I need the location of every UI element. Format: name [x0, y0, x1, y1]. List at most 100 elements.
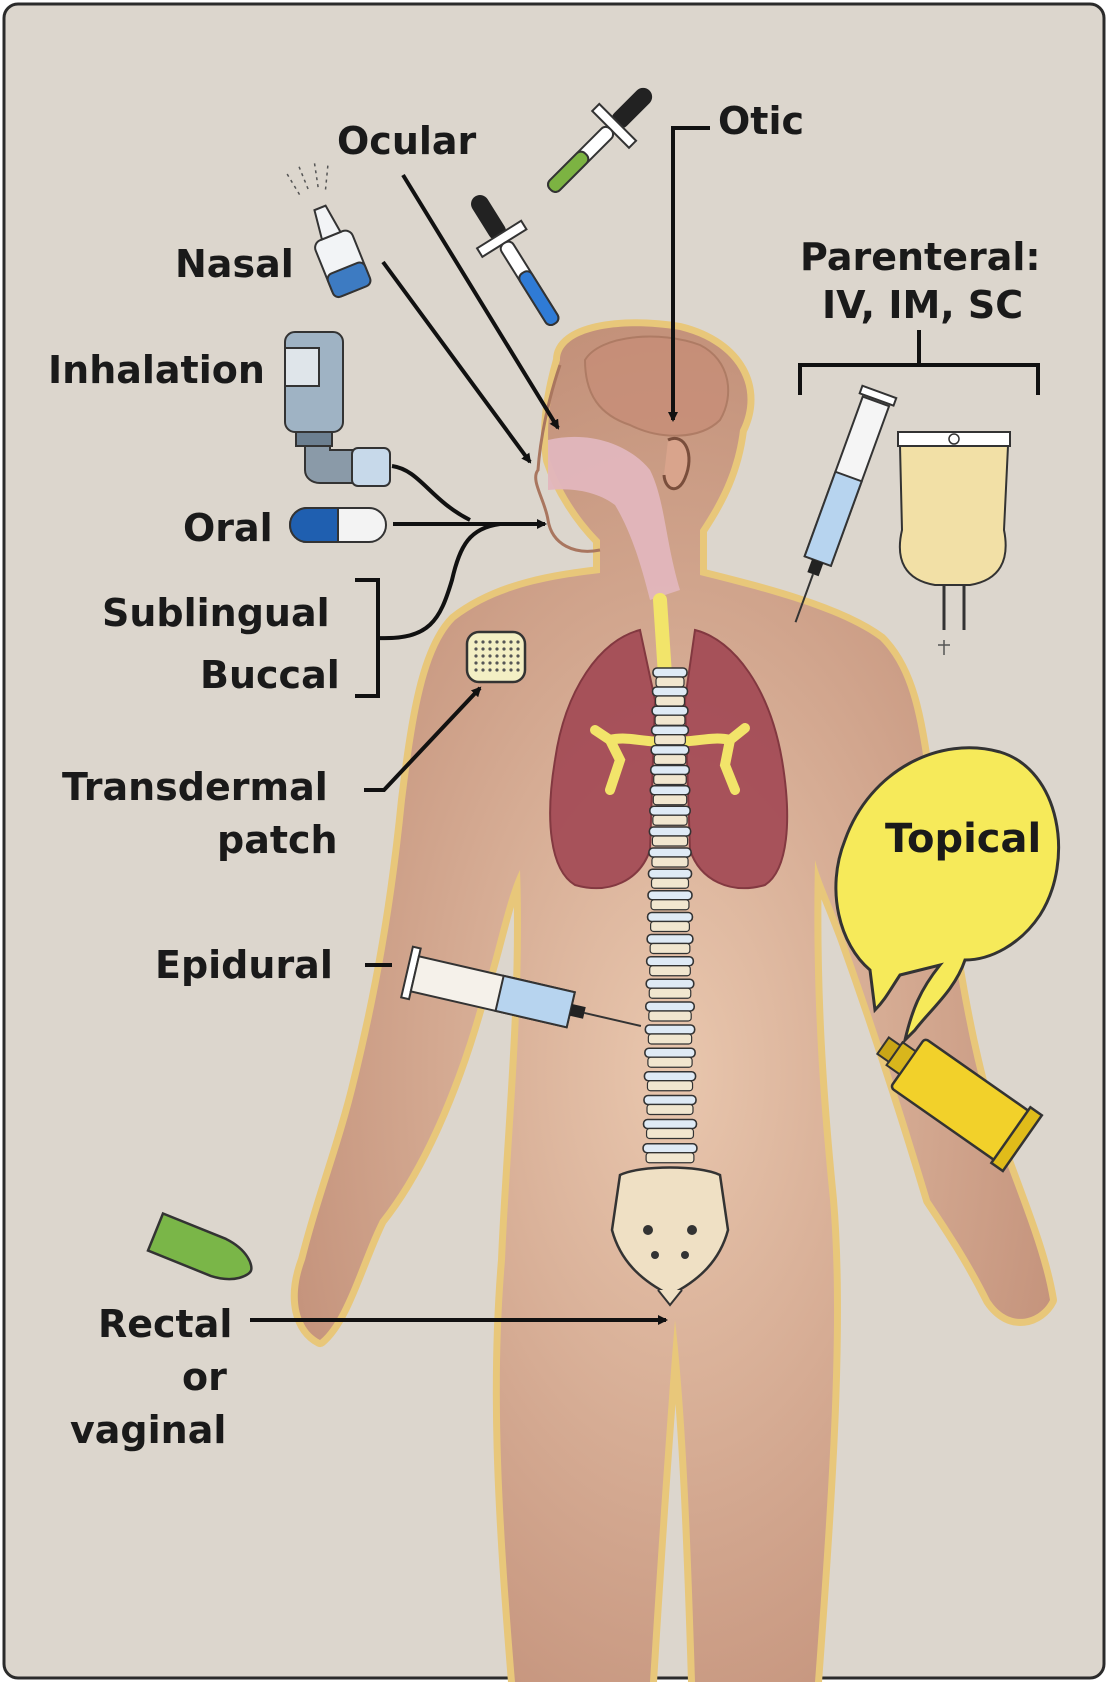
spine-disk [646, 1002, 694, 1011]
label-sublingual: Sublingual [102, 591, 330, 635]
patch-dot [516, 654, 519, 657]
label-transdermal-1: Transdermal [62, 765, 328, 809]
patch-dot [516, 668, 519, 671]
vertebra [651, 900, 689, 910]
label-epidural: Epidural [155, 943, 333, 987]
vertebra [656, 696, 685, 706]
vertebra [653, 795, 686, 805]
spine-disk [653, 668, 687, 677]
label-parenteral-2: IV, IM, SC [822, 283, 1023, 327]
patch-dot [481, 640, 484, 643]
patch-dot [481, 654, 484, 657]
label-topical: Topical [885, 816, 1041, 862]
spine-disk [653, 687, 688, 696]
patch-dot [509, 647, 512, 650]
vertebra [646, 1153, 694, 1163]
vertebra [655, 735, 686, 745]
patch-dot [488, 654, 491, 657]
patch-dot [495, 640, 498, 643]
vertebra [652, 836, 687, 846]
spine-disk [647, 957, 694, 966]
patch-dot [502, 654, 505, 657]
patch-dot [495, 647, 498, 650]
patch-dot [488, 661, 491, 664]
patch-dot [474, 647, 477, 650]
label-nasal: Nasal [175, 242, 294, 286]
vertebra [650, 966, 691, 976]
label-buccal: Buccal [200, 653, 340, 697]
patch-dot [474, 668, 477, 671]
patch-dot [516, 661, 519, 664]
patch-dot [481, 647, 484, 650]
label-oral: Oral [183, 506, 273, 550]
patch-dot [481, 668, 484, 671]
vertebra [648, 1034, 691, 1044]
patch-dot [502, 661, 505, 664]
patch-dot [502, 668, 505, 671]
spine-disk [649, 869, 692, 878]
patch-dot [488, 668, 491, 671]
vertebra [651, 922, 690, 932]
vertebra [647, 1129, 694, 1139]
patch-dot [488, 647, 491, 650]
vertebra [649, 1011, 691, 1021]
capsule-icon [290, 508, 386, 542]
vertebra [653, 815, 687, 825]
spine-disk [645, 1025, 694, 1034]
patch-dot [474, 661, 477, 664]
patch-dot [509, 640, 512, 643]
patch-dot [516, 640, 519, 643]
vertebra [650, 944, 690, 954]
label-rectal-2: or [182, 1355, 227, 1399]
spine-disk [652, 726, 689, 735]
transdermal-patch-icon [467, 632, 525, 682]
vertebra [654, 755, 686, 765]
spine-disk [645, 1048, 695, 1057]
patch-dot [474, 640, 477, 643]
patch-dot [495, 668, 498, 671]
vertebra [648, 1057, 692, 1067]
spine-disk [646, 979, 694, 988]
label-rectal-1: Rectal [98, 1302, 232, 1346]
patch-dot [495, 661, 498, 664]
vertebra [652, 878, 689, 888]
patch-dot [509, 654, 512, 657]
patch-dot [509, 661, 512, 664]
label-ocular: Ocular [337, 119, 477, 163]
vertebra [654, 775, 687, 785]
vertebra [647, 1105, 693, 1115]
spine-disk [652, 706, 688, 715]
spine-disk [649, 827, 690, 836]
label-rectal-3: vaginal [70, 1408, 226, 1452]
spine-disk [647, 935, 693, 944]
spine-disk [644, 1096, 696, 1105]
spine-disk [648, 891, 692, 900]
patch-dot [474, 654, 477, 657]
label-inhalation: Inhalation [48, 348, 265, 392]
spine-disk [650, 806, 690, 815]
label-transdermal-2: patch [217, 818, 338, 862]
spine-disk [651, 746, 689, 755]
patch-dot [502, 647, 505, 650]
patch-dot [495, 654, 498, 657]
vertebra [655, 715, 685, 725]
vertebra [649, 988, 691, 998]
label-parenteral-1: Parenteral: [800, 235, 1041, 279]
label-otic: Otic [718, 99, 804, 143]
spine-disk [644, 1120, 697, 1129]
vertebra [652, 857, 688, 867]
patch-dot [516, 647, 519, 650]
spine-disk [649, 848, 691, 857]
spine-disk [643, 1144, 697, 1153]
spine-disk [651, 766, 690, 775]
patch-dot [502, 640, 505, 643]
spine-disk [644, 1072, 695, 1081]
patch-dot [488, 640, 491, 643]
vertebra [647, 1081, 692, 1091]
patch-dot [509, 668, 512, 671]
patch-dot [481, 661, 484, 664]
spine-disk [650, 786, 689, 795]
vertebra [656, 677, 684, 687]
spine-disk [648, 913, 693, 922]
